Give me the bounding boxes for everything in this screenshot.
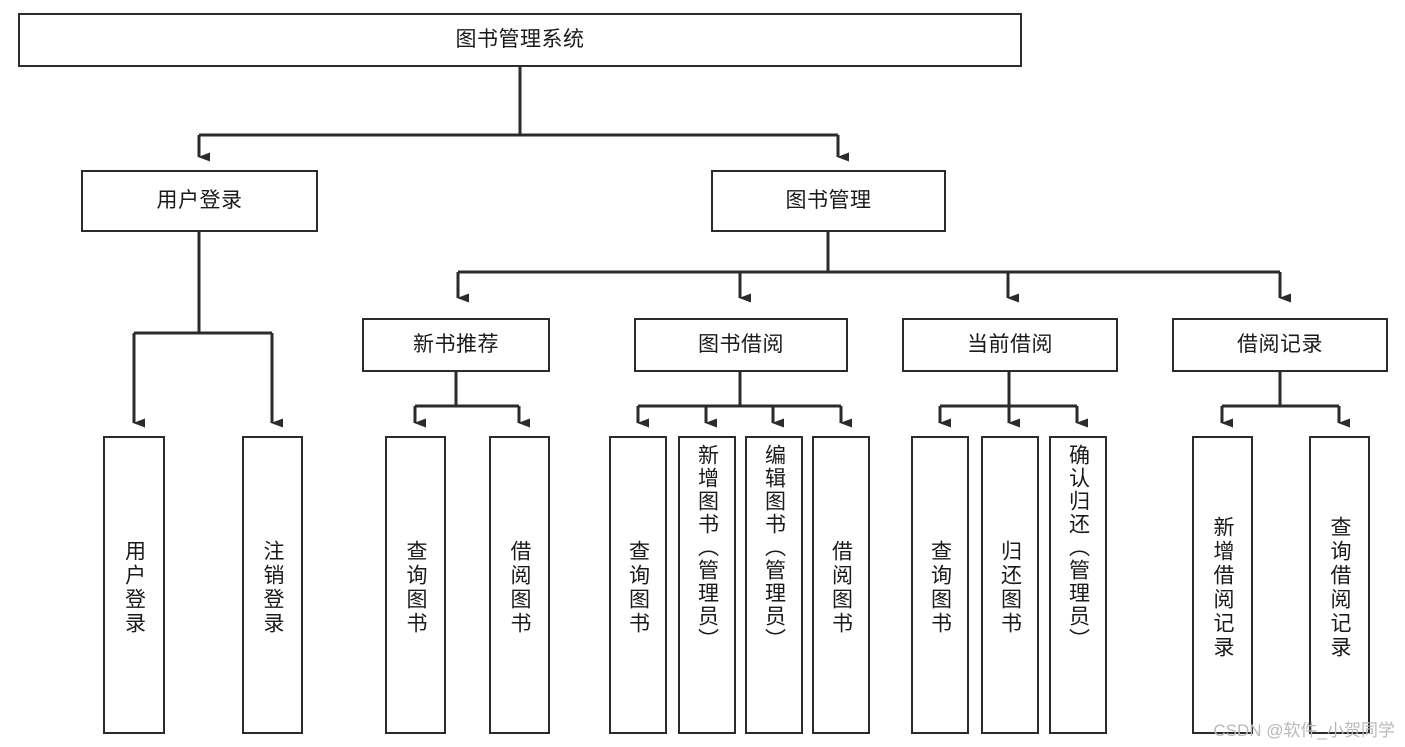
node-leaf-logout-login[interactable]: 注销登录 (242, 436, 303, 734)
node-leaf-query-book-3-label: 查询图书 (928, 540, 952, 636)
node-borrow-record-label: 借阅记录 (1237, 333, 1323, 357)
node-leaf-query-book-2-label: 查询图书 (626, 540, 650, 636)
node-leaf-query-book-3[interactable]: 查询图书 (911, 436, 969, 734)
node-leaf-return-book-label: 归还图书 (998, 540, 1022, 636)
node-leaf-query-record-label: 查询借阅记录 (1328, 516, 1351, 660)
node-leaf-user-login[interactable]: 用户登录 (103, 436, 165, 734)
node-borrow-record[interactable]: 借阅记录 (1172, 318, 1388, 372)
node-user-login[interactable]: 用户登录 (81, 170, 318, 232)
node-leaf-logout-login-label: 注销登录 (261, 540, 284, 636)
node-leaf-add-record-label: 新增借阅记录 (1211, 516, 1234, 660)
node-book-borrow-label: 图书借阅 (698, 333, 784, 357)
node-user-login-label: 用户登录 (156, 189, 243, 213)
node-leaf-confirm-return-label: 确认归还（管理员） (1066, 444, 1090, 651)
node-leaf-user-login-label: 用户登录 (122, 540, 146, 636)
node-root-system[interactable]: 图书管理系统 (18, 13, 1022, 67)
node-leaf-add-book[interactable]: 新增图书（管理员） (678, 436, 736, 734)
node-leaf-query-record[interactable]: 查询借阅记录 (1309, 436, 1370, 734)
node-book-borrow[interactable]: 图书借阅 (634, 318, 848, 372)
node-leaf-edit-book-label: 编辑图书（管理员） (762, 444, 786, 651)
node-leaf-query-book-1[interactable]: 查询图书 (385, 436, 446, 734)
node-new-book-recommend-label: 新书推荐 (413, 333, 499, 357)
node-leaf-borrow-book-2-label: 借阅图书 (829, 540, 853, 636)
watermark-text: CSDN @软件_小贺同学 (1213, 721, 1395, 740)
node-book-management[interactable]: 图书管理 (711, 170, 946, 232)
node-leaf-edit-book[interactable]: 编辑图书（管理员） (745, 436, 803, 734)
node-current-borrow-label: 当前借阅 (967, 333, 1053, 357)
node-current-borrow[interactable]: 当前借阅 (902, 318, 1118, 372)
node-leaf-query-book-1-label: 查询图书 (404, 540, 427, 636)
node-leaf-add-record[interactable]: 新增借阅记录 (1192, 436, 1253, 734)
node-leaf-confirm-return[interactable]: 确认归还（管理员） (1049, 436, 1107, 734)
node-leaf-query-book-2[interactable]: 查询图书 (609, 436, 667, 734)
node-leaf-borrow-book-1[interactable]: 借阅图书 (489, 436, 550, 734)
node-leaf-borrow-book-2[interactable]: 借阅图书 (812, 436, 870, 734)
node-book-management-label: 图书管理 (785, 189, 872, 213)
node-new-book-recommend[interactable]: 新书推荐 (362, 318, 550, 372)
node-leaf-add-book-label: 新增图书（管理员） (695, 444, 719, 651)
node-root-label: 图书管理系统 (455, 28, 585, 52)
node-leaf-borrow-book-1-label: 借阅图书 (508, 540, 531, 636)
node-leaf-return-book[interactable]: 归还图书 (981, 436, 1039, 734)
